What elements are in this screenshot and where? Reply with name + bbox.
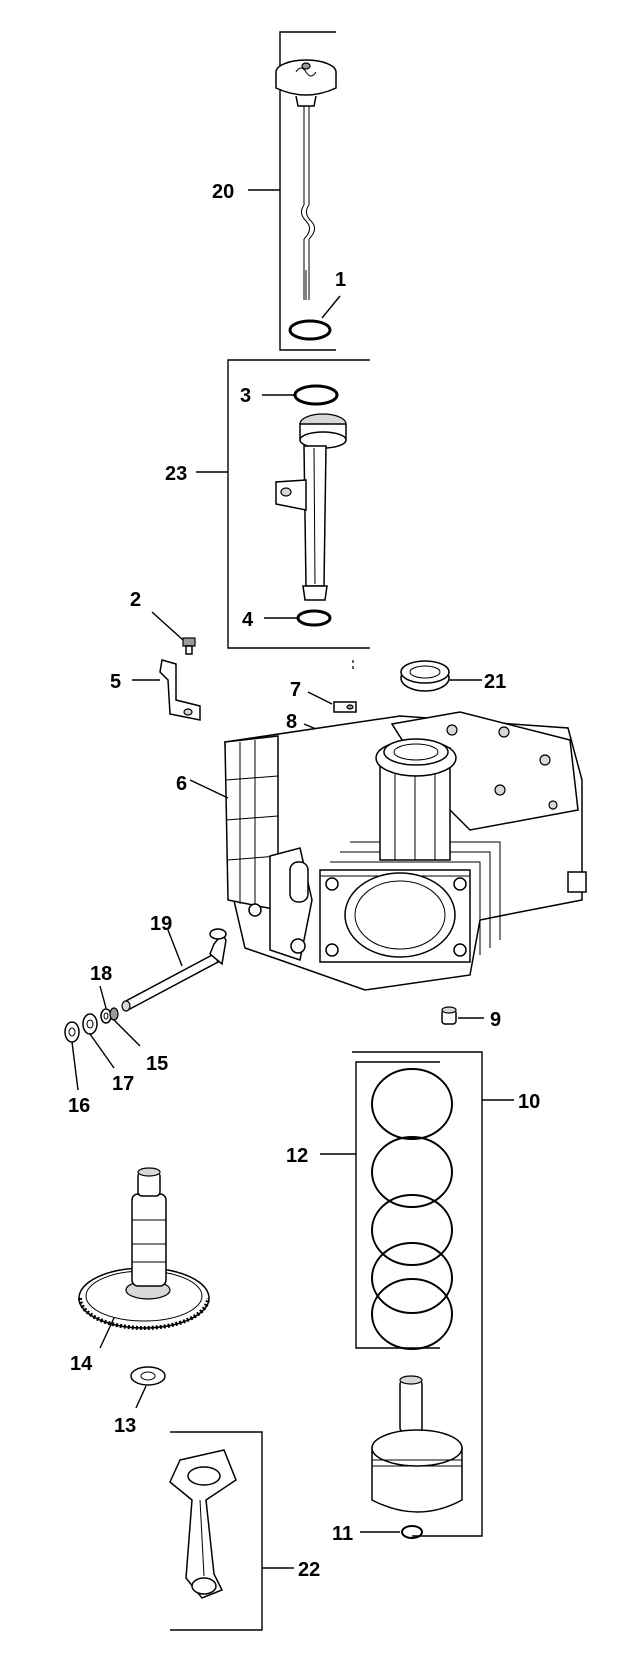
cam-shim[interactable] — [130, 1366, 166, 1386]
callout-label-16: 16 — [68, 1095, 90, 1117]
bracket[interactable] — [159, 659, 201, 721]
callout-label-15: 15 — [146, 1053, 168, 1075]
callout-label-21: 21 — [484, 671, 506, 693]
callout-label-12: 12 — [286, 1145, 308, 1167]
callout-label-19: 19 — [150, 913, 172, 935]
small-plate[interactable] — [333, 701, 357, 713]
callout-label-23: 23 — [165, 463, 187, 485]
bracket-group-12 — [320, 1061, 440, 1349]
callout-label-6: 6 — [176, 773, 187, 795]
callout-label-2: 2 — [130, 589, 141, 611]
bracket-group-10 — [352, 1051, 514, 1537]
callout-label-10: 10 — [518, 1091, 540, 1113]
retainer-ring[interactable] — [401, 1525, 423, 1539]
dipstick-assembly[interactable] — [275, 59, 337, 300]
callout-label-22: 22 — [298, 1559, 320, 1581]
screw[interactable] — [182, 637, 196, 655]
oil-seal[interactable] — [400, 660, 450, 692]
washer-flat[interactable] — [82, 1013, 98, 1035]
o-ring-tube-top[interactable] — [293, 384, 339, 406]
callout-label-3: 3 — [240, 385, 251, 407]
seal-small[interactable] — [109, 1007, 119, 1021]
o-ring-dipstick[interactable] — [288, 319, 332, 341]
callout-label-17: 17 — [112, 1073, 134, 1095]
callout-label-13: 13 — [114, 1415, 136, 1437]
connecting-rod[interactable] — [169, 1449, 237, 1599]
washer-small[interactable] — [100, 1008, 112, 1024]
callout-label-20: 20 — [212, 181, 234, 203]
callout-label-7: 7 — [290, 679, 301, 701]
oil-fill-tube[interactable] — [275, 413, 347, 601]
callout-label-8: 8 — [286, 711, 297, 733]
bracket-group-23 — [196, 359, 370, 649]
pushnut[interactable] — [64, 1021, 80, 1043]
bracket-group-20 — [248, 31, 336, 351]
o-ring-tube-bottom[interactable] — [296, 609, 332, 627]
callout-label-18: 18 — [90, 963, 112, 985]
callout-label-1: 1 — [335, 269, 346, 291]
piston-rings[interactable] — [371, 1068, 453, 1350]
bracket-group-22 — [170, 1431, 294, 1631]
crankcase[interactable] — [224, 711, 587, 991]
governor-shaft[interactable] — [121, 928, 227, 1012]
callout-label-9: 9 — [490, 1009, 501, 1031]
callout-label-4: 4 — [242, 609, 254, 631]
dowel-pin[interactable] — [441, 1006, 457, 1025]
callout-label-11: 11 — [332, 1523, 353, 1545]
callout-label-5: 5 — [110, 671, 121, 693]
callout-label-14: 14 — [70, 1353, 93, 1375]
piston-assembly[interactable] — [371, 1375, 463, 1513]
camshaft[interactable] — [78, 1167, 210, 1330]
